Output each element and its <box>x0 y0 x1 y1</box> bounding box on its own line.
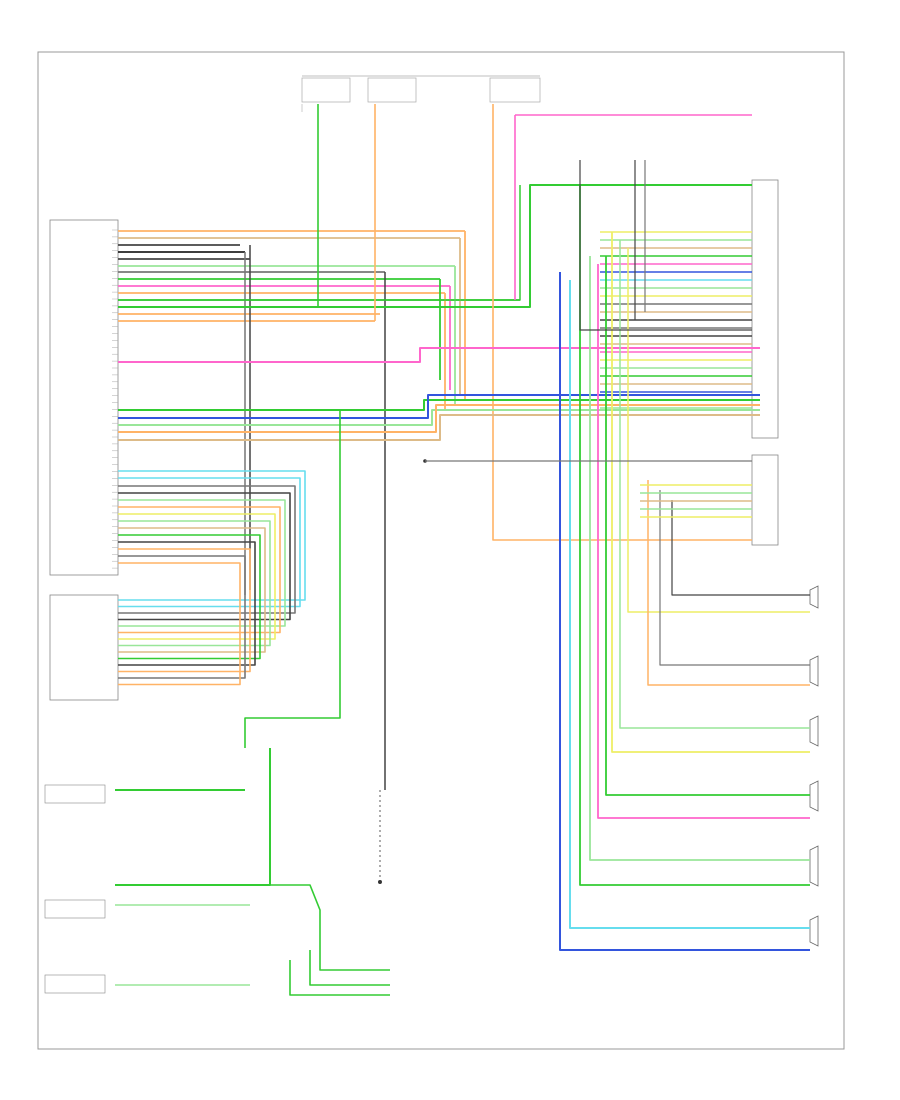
wire-green-out2 <box>309 950 390 986</box>
wire-green-out1 <box>270 884 390 971</box>
wire-pink-speaker <box>597 264 810 819</box>
speaker-2 <box>809 655 819 687</box>
wire-mid-2 <box>118 394 760 419</box>
wire-orange-speaker <box>647 480 810 686</box>
speaker-4 <box>809 780 819 812</box>
wire-fuse-orange-long <box>492 104 752 541</box>
wire-low-1 <box>118 477 301 608</box>
wire-green-speaker <box>579 185 810 886</box>
wire-low-11 <box>118 548 251 673</box>
amplifier-connector <box>751 179 779 546</box>
top-fuse-block <box>301 75 541 112</box>
radio-connector-lower <box>49 594 119 701</box>
wire-low-12 <box>118 555 246 679</box>
wire-low-6 <box>118 513 276 640</box>
wire-green-switch-b <box>115 748 271 886</box>
wire-yellow-speaker <box>611 232 810 753</box>
wire-green-switch <box>118 409 341 748</box>
wire-low-9 <box>118 534 261 660</box>
wire-yellow-speaker2 <box>627 248 810 613</box>
wire-low-10 <box>118 541 256 666</box>
wire-darkgray-speaker <box>671 500 810 596</box>
wire-low-0 <box>118 470 306 601</box>
wire-lightblue-speaker <box>569 280 810 929</box>
wire-green-out3 <box>289 960 390 996</box>
wire-darkgray-top <box>579 160 752 331</box>
wire-gray-speaker <box>659 490 810 666</box>
speakers <box>809 585 819 947</box>
wire-low-5 <box>118 506 281 634</box>
wires <box>115 104 810 996</box>
wire-mid-5 <box>118 414 760 441</box>
wire-blue-speaker <box>559 272 810 951</box>
wire-low-13 <box>118 562 241 686</box>
speaker-3 <box>809 715 819 747</box>
speaker-6 <box>809 915 819 947</box>
wire-lightgreen-speaker <box>589 256 810 861</box>
radio-connector-main <box>49 219 119 576</box>
wire-green-b <box>118 185 521 301</box>
wire-low-3 <box>118 492 291 621</box>
diagram-border <box>37 51 845 1050</box>
wire-mid-3 <box>118 409 760 426</box>
wire-low-4 <box>118 499 286 627</box>
wire-low-8 <box>118 527 266 653</box>
wire-low-7 <box>118 520 271 647</box>
wire-green-speaker2 <box>605 256 810 796</box>
switches <box>44 784 106 994</box>
wire-lightgreen-speaker2 <box>619 240 810 729</box>
speaker-5 <box>809 845 819 887</box>
wire-green-rap <box>118 184 752 308</box>
speaker-1 <box>809 585 819 609</box>
wire-low-2 <box>118 485 296 614</box>
